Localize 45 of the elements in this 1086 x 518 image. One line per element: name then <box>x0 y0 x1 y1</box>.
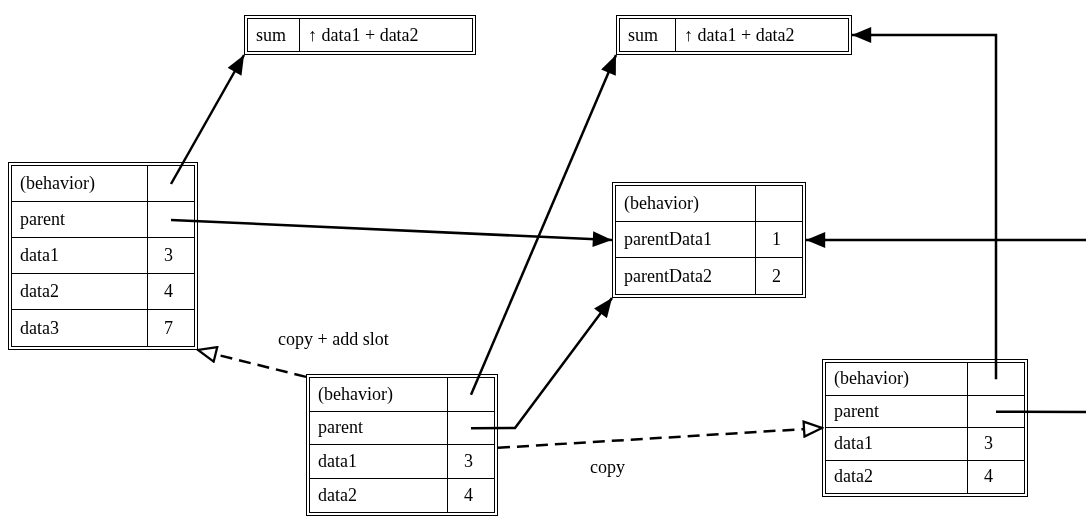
dashed-arrow <box>497 420 824 450</box>
slot-value-cell-text: 4 <box>983 465 994 489</box>
method-code-cell-text: ↑ data1 + data2 <box>683 23 796 47</box>
edge-label: copy + add slot <box>278 328 389 351</box>
slot-value-cell: 4 <box>148 274 194 310</box>
method-selector-cell: sum <box>620 19 676 51</box>
slot-name-cell: (behavior) <box>826 363 968 396</box>
arrow <box>469 54 618 396</box>
slot-name-cell: (behavior) <box>310 378 448 412</box>
dashed-arrow <box>196 345 307 379</box>
slot-name-cell: data3 <box>12 310 148 346</box>
edge-label: copy <box>590 456 625 479</box>
slot-name-cell: data2 <box>310 478 448 512</box>
slot-value-cell: 3 <box>148 238 194 274</box>
object-table <box>612 182 806 298</box>
method-box <box>616 15 852 55</box>
slot-name-cell: parent <box>12 202 148 238</box>
method-selector-cell: sum <box>248 19 300 51</box>
slot-value-cell-text: 2 <box>771 264 782 288</box>
arrow <box>170 218 613 248</box>
slot-name-cell: parent <box>826 395 968 428</box>
arrow <box>806 232 1086 248</box>
slot-name-cell: (behavior) <box>616 186 756 222</box>
arrow <box>471 297 613 430</box>
method-box <box>244 15 476 55</box>
slot-value-cell-text: 7 <box>163 316 174 340</box>
slot-name-cell: parentData2 <box>616 258 756 294</box>
slot-name-cell: data2 <box>826 460 968 493</box>
slot-value-cell: 3 <box>448 445 494 479</box>
slot-name-cell: data1 <box>12 238 148 274</box>
slot-name-cell: data1 <box>310 445 448 479</box>
slot-name-cell: parentData1 <box>616 222 756 258</box>
arrow <box>852 27 998 380</box>
slot-value-cell-text: 4 <box>463 483 474 507</box>
slot-name-cell: parent <box>310 411 448 445</box>
slot-value-cell: 3 <box>968 428 1024 461</box>
object-table <box>8 162 198 350</box>
object-table <box>822 359 1028 497</box>
slot-name-cell: data2 <box>12 274 148 310</box>
object-table <box>306 374 498 516</box>
slot-name-cell: data1 <box>826 428 968 461</box>
slot-name-cell: (behavior) <box>12 166 148 202</box>
arrow <box>169 54 246 185</box>
method-code-cell-text: ↑ data1 + data2 <box>307 23 420 47</box>
slot-value-cell: 1 <box>756 222 802 258</box>
